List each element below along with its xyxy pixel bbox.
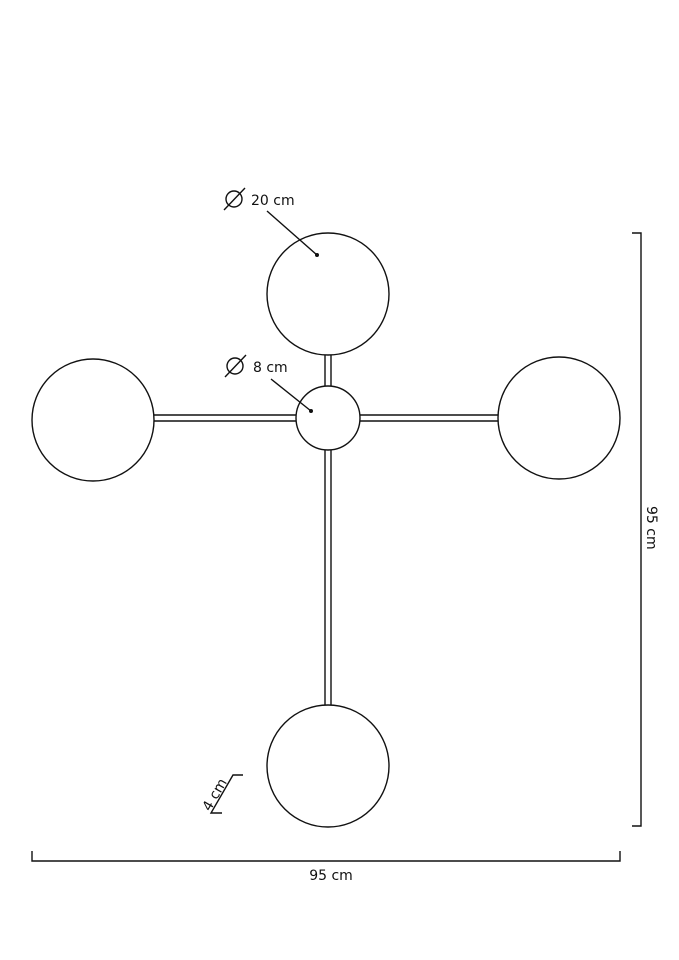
height-dimension-line <box>632 232 642 827</box>
hub-leader-line <box>270 378 312 412</box>
diameter-symbol-icon <box>224 354 247 378</box>
globe-right <box>497 356 621 480</box>
width-label: 95 cm <box>309 868 353 884</box>
globe-diameter-label: 20 cm <box>251 193 295 209</box>
globe-top <box>266 232 390 356</box>
rods <box>154 355 498 705</box>
width-dimension-line <box>31 851 621 862</box>
hub-diameter-label: 8 cm <box>253 360 288 376</box>
globe-bottom <box>266 704 390 828</box>
center-hub <box>295 385 361 451</box>
leader-dot <box>309 409 313 413</box>
globe-left <box>31 358 155 482</box>
rod-offset-bracket <box>209 774 243 814</box>
diameter-symbol-icon <box>223 187 246 211</box>
rod-offset-label: 4 cm <box>200 776 231 814</box>
leader-dot <box>315 253 319 257</box>
height-label: 95 cm <box>643 506 659 550</box>
globe-leader-line <box>266 210 318 256</box>
